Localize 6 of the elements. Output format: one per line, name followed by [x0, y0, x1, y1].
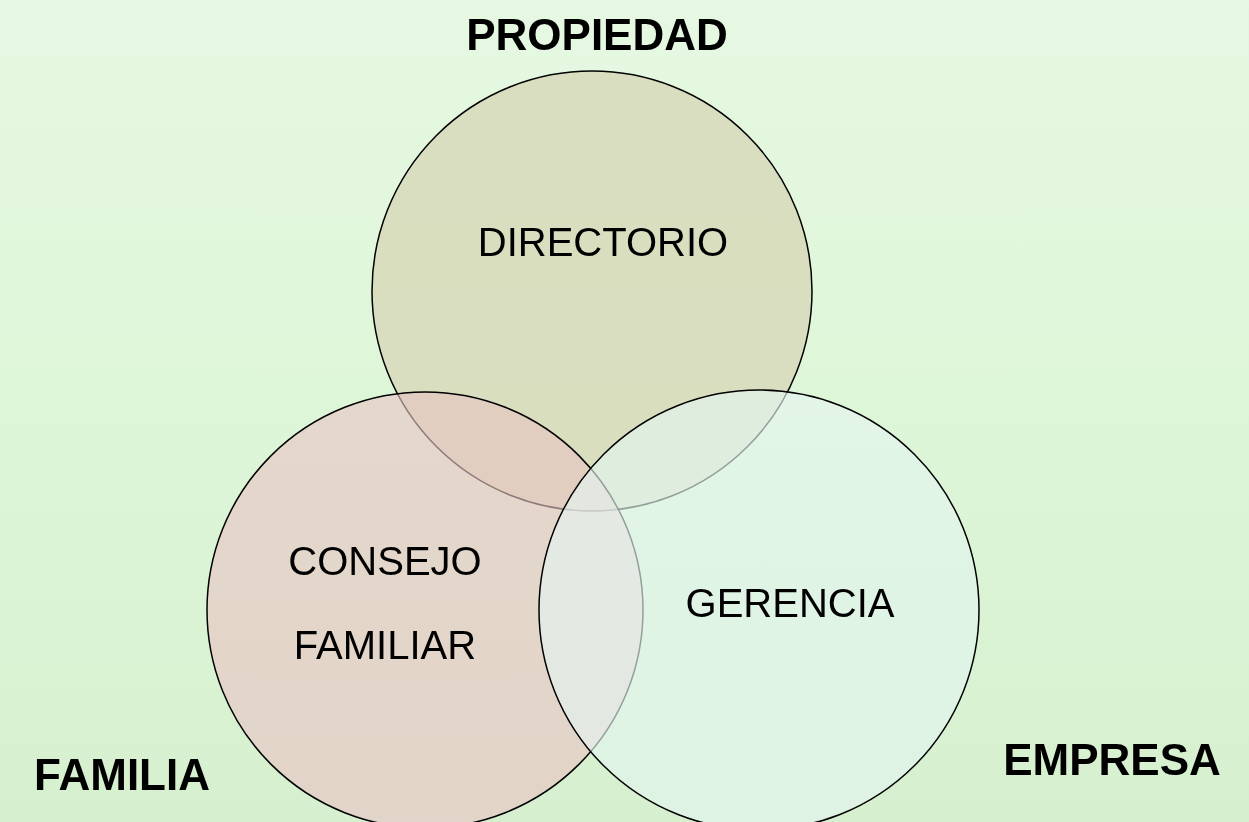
circle-label: CONSEJO FAMILIAR	[287, 538, 483, 669]
set-heading: EMPRESA	[1003, 735, 1221, 785]
circle-label: DIRECTORIO	[476, 219, 730, 266]
circle-label: GERENCIA	[684, 580, 896, 627]
set-heading: PROPIEDAD	[466, 10, 728, 60]
set-heading: FAMILIA	[34, 750, 210, 800]
